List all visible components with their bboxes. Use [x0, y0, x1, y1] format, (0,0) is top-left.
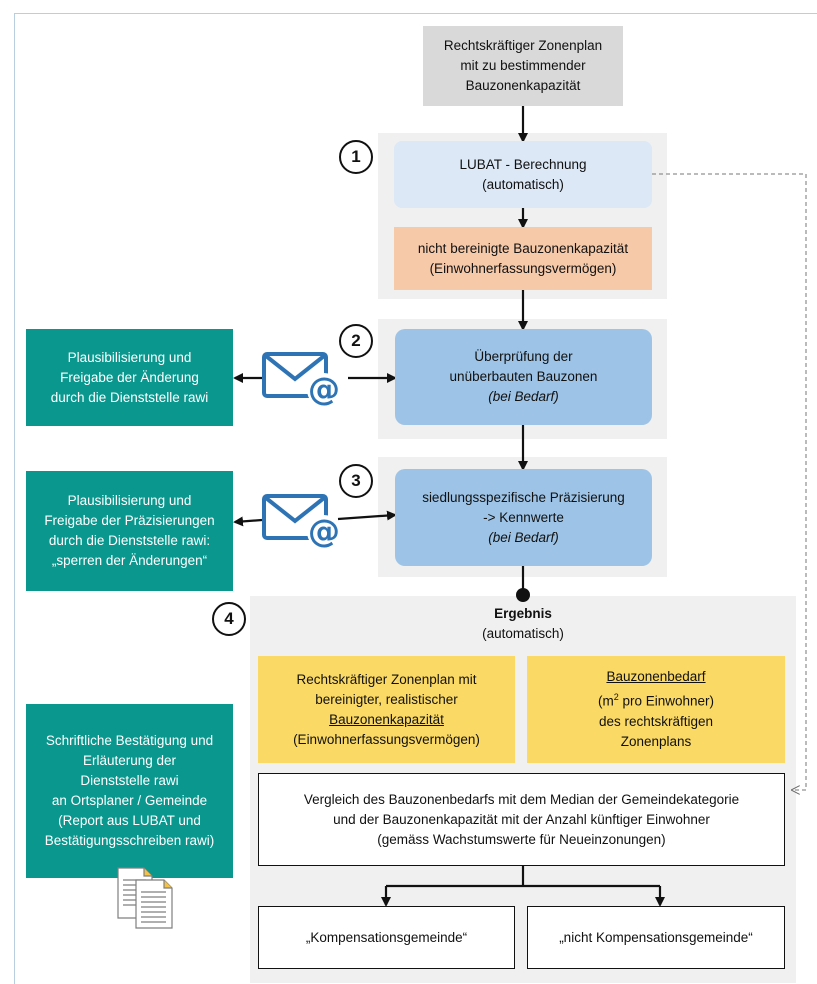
- adjusted-line-1: Rechtskräftiger Zonenplan mit: [296, 671, 477, 687]
- adjusted-line-4: (Einwohnerfassungsvermögen): [293, 731, 480, 747]
- rawi-approval-precision-box: Plausibilisierung und Freigabe der Präzi…: [26, 471, 233, 591]
- precision-approval-line-4: „sperren der Änderungen“: [51, 553, 208, 568]
- precision-approval-line-1: Plausibilisierung und: [67, 493, 192, 508]
- approval-line-3: durch die Dienststelle rawi: [50, 389, 209, 405]
- comparison-box: Vergleich des Bauzonenbedarfs mit dem Me…: [258, 773, 785, 866]
- result-title: Ergebnis: [494, 606, 552, 621]
- lubat-calculation-box: LUBAT - Berechnung (automatisch): [394, 141, 652, 208]
- demand-line-1: Bauzonenbedarf: [606, 669, 706, 685]
- step-3-marker: 3: [339, 464, 373, 498]
- step-4-marker: 4: [212, 602, 246, 636]
- comparison-line-3: (gemäss Wachstumswerte für Neueinzonunge…: [377, 831, 666, 847]
- review-line-3: (bei Bedarf): [488, 389, 559, 404]
- lubat-calc-line-1: LUBAT - Berechnung: [459, 156, 587, 172]
- step-2-marker: 2: [339, 324, 373, 358]
- review-undeveloped-zones-box: Überprüfung der unüberbauten Bauzonen (b…: [395, 329, 652, 425]
- result-subtitle: (automatisch): [482, 626, 564, 641]
- unadjusted-line-1: nicht bereinigte Bauzonenkapazität: [417, 240, 629, 256]
- settlement-precision-box: siedlungsspezifische Präzisierung -> Ken…: [395, 469, 652, 566]
- diagram-frame: [14, 13, 817, 984]
- adjusted-line-2: bereinigter, realistischer: [315, 691, 458, 707]
- outcome-right-label: „nicht Kompensationsgemeinde“: [559, 929, 753, 945]
- demand-line-3: des rechtskräftigen: [598, 713, 714, 729]
- top-box-line-1: Rechtskräftiger Zonenplan: [443, 38, 603, 53]
- svg-text:@: @: [308, 370, 340, 408]
- demand-line-4: Zonenplans: [620, 733, 692, 749]
- step-1-marker: 1: [339, 140, 373, 174]
- precision-line-2: -> Kennwerte: [483, 509, 564, 525]
- adjusted-capacity-box: Rechtskräftiger Zonenplan mit bereinigte…: [258, 656, 515, 763]
- precision-line-1: siedlungsspezifische Präzisierung: [422, 489, 625, 505]
- email-at-icon: @: [262, 494, 341, 550]
- precision-approval-line-2: Freigabe der Präzisierungen: [44, 513, 215, 528]
- zone-demand-box: Bauzonenbedarf (m2 pro Einwohner) des re…: [527, 656, 785, 763]
- confirmation-line-4: an Ortsplaner / Gemeinde: [51, 793, 208, 808]
- lubat-calc-line-2: (automatisch): [482, 176, 564, 192]
- rawi-approval-change-box: Plausibilisierung und Freigabe der Änder…: [26, 329, 233, 426]
- written-confirmation-box: Schriftliche Bestätigung und Erläuterung…: [26, 704, 233, 878]
- confirmation-line-3: Dienststelle rawi: [80, 773, 179, 788]
- demand-line-2-post: pro Einwohner): [618, 693, 715, 709]
- unadjusted-line-2: (Einwohnerfassungsvermögen): [429, 260, 617, 276]
- comparison-line-1: Vergleich des Bauzonenbedarfs mit dem Me…: [303, 791, 740, 807]
- top-box-line-3: Bauzonenkapazität: [465, 78, 581, 93]
- top-box-line-2: mit zu bestimmender: [460, 58, 586, 73]
- legal-zone-plan-box: Rechtskräftiger Zonenplan mit zu bestimm…: [423, 26, 623, 106]
- confirmation-line-1: Schriftliche Bestätigung und: [45, 733, 214, 748]
- confirmation-line-5: (Report aus LUBAT und: [58, 813, 201, 828]
- precision-approval-line-3: durch die Dienststelle rawi:: [48, 533, 211, 548]
- svg-text:@: @: [308, 512, 340, 550]
- approval-line-1: Plausibilisierung und: [67, 349, 192, 365]
- confirmation-line-2: Erläuterung der: [82, 753, 177, 768]
- review-line-1: Überprüfung der: [474, 349, 573, 364]
- result-heading: Ergebnis (automatisch): [423, 603, 623, 645]
- email-at-icon: @: [262, 352, 341, 408]
- compensation-municipality-box: „Kompensationsgemeinde“: [258, 906, 515, 969]
- confirmation-line-6: Bestätigungsschreiben rawi): [44, 833, 215, 848]
- review-line-2: unüberbauten Bauzonen: [449, 369, 598, 384]
- precision-line-3: (bei Bedarf): [488, 529, 559, 545]
- adjusted-line-3: Bauzonenkapazität: [329, 711, 444, 727]
- approval-line-2: Freigabe der Änderung: [60, 369, 199, 385]
- demand-line-2-sup: 2: [613, 692, 619, 703]
- demand-line-2: (m2 pro Einwohner): [598, 687, 714, 712]
- demand-line-2-pre: (m: [597, 693, 614, 709]
- comparison-line-2: und der Bauzonenkapazität mit der Anzahl…: [333, 811, 710, 827]
- document-icon: [117, 867, 173, 929]
- outcome-left-label: „Kompensationsgemeinde“: [305, 929, 468, 945]
- non-compensation-municipality-box: „nicht Kompensationsgemeinde“: [527, 906, 785, 969]
- unadjusted-capacity-box: nicht bereinigte Bauzonenkapazität (Einw…: [394, 227, 652, 290]
